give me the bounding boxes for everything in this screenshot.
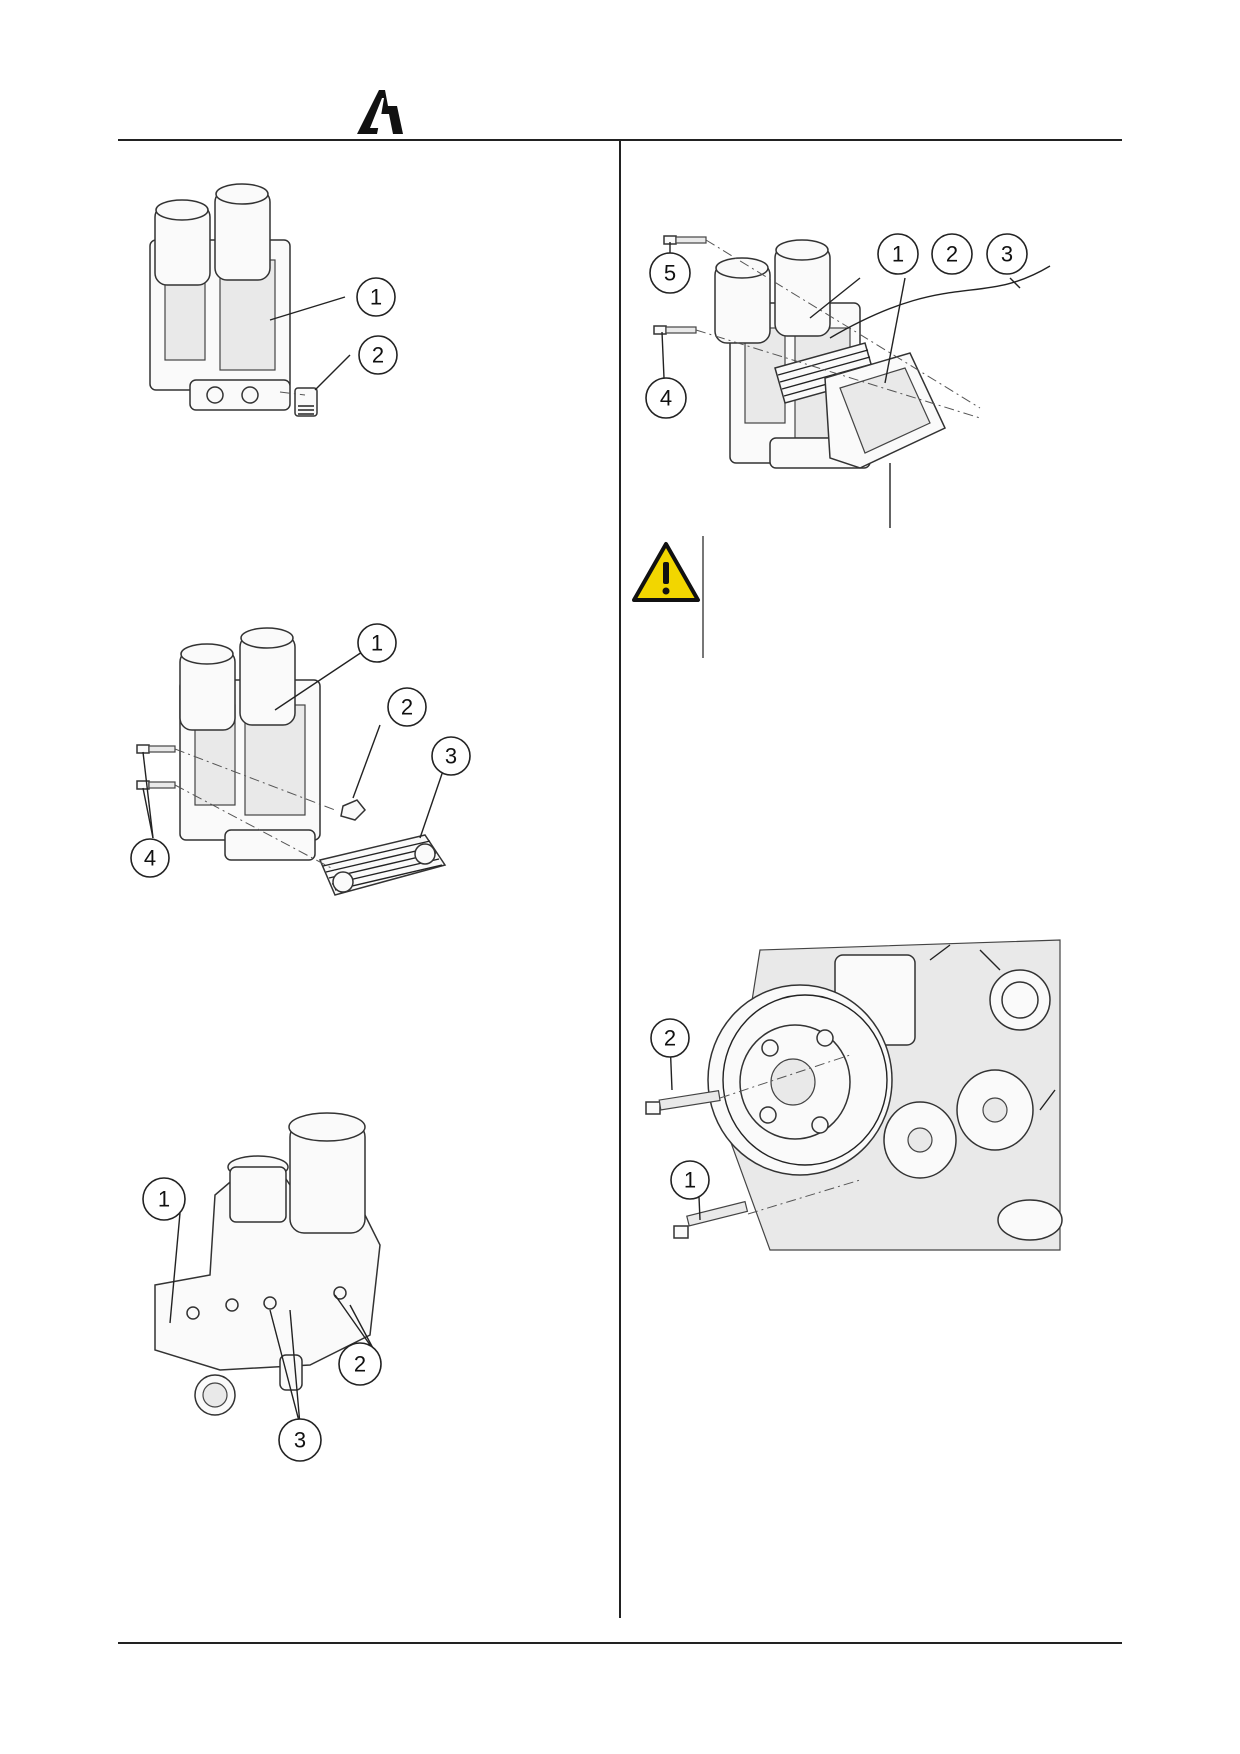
figure-filter-housing-bolts: 1 2 3 bbox=[140, 1105, 430, 1462]
callout-4: 4 bbox=[645, 377, 687, 419]
plug-part bbox=[294, 387, 318, 417]
svg-text:1: 1 bbox=[371, 631, 383, 656]
bolt-4-part bbox=[653, 325, 697, 335]
callout-2: 2 bbox=[387, 687, 427, 727]
callout-3: 3 bbox=[986, 233, 1028, 275]
bolt-2-part bbox=[645, 1089, 721, 1115]
callout-2: 2 bbox=[338, 1342, 382, 1386]
figure-oil-filter-housing-plug: 1 2 bbox=[130, 180, 430, 450]
filter-housing-drawing bbox=[149, 183, 291, 411]
footer-rule bbox=[118, 1642, 1122, 1644]
filter-housing-drawing bbox=[154, 1112, 381, 1416]
oil-cooler-part bbox=[318, 834, 447, 896]
figure-oil-cooler-removal: 1 2 3 4 bbox=[125, 620, 485, 910]
svg-text:1: 1 bbox=[684, 1168, 696, 1193]
svg-text:3: 3 bbox=[294, 1428, 306, 1453]
callout-2: 2 bbox=[931, 233, 973, 275]
warning-divider bbox=[702, 536, 704, 658]
svg-text:5: 5 bbox=[664, 261, 676, 286]
column-divider bbox=[619, 140, 621, 1618]
svg-text:4: 4 bbox=[144, 846, 156, 871]
brand-logo-icon bbox=[357, 90, 403, 134]
svg-text:2: 2 bbox=[401, 695, 413, 720]
svg-text:4: 4 bbox=[660, 386, 672, 411]
callout-1: 1 bbox=[142, 1177, 186, 1221]
svg-text:1: 1 bbox=[370, 285, 382, 310]
warning-triangle-icon bbox=[632, 542, 700, 602]
svg-text:2: 2 bbox=[946, 242, 958, 267]
gasket-part bbox=[824, 352, 946, 469]
callout-1: 1 bbox=[357, 623, 397, 663]
header-logo bbox=[355, 88, 405, 134]
svg-text:1: 1 bbox=[158, 1187, 170, 1212]
svg-text:3: 3 bbox=[1001, 242, 1013, 267]
svg-text:2: 2 bbox=[354, 1352, 366, 1377]
callout-2: 2 bbox=[650, 1018, 690, 1058]
callout-3: 3 bbox=[278, 1418, 322, 1462]
callout-4: 4 bbox=[130, 838, 170, 878]
gasket-part bbox=[340, 799, 367, 821]
callout-3: 3 bbox=[431, 736, 471, 776]
water-pump-pulley-part bbox=[707, 984, 893, 1176]
svg-text:2: 2 bbox=[372, 343, 384, 368]
svg-text:3: 3 bbox=[445, 744, 457, 769]
callout-5: 5 bbox=[649, 252, 691, 294]
svg-text:1: 1 bbox=[892, 242, 904, 267]
filter-housing-drawing bbox=[179, 627, 321, 861]
callout-1: 1 bbox=[670, 1160, 710, 1200]
figure-pulley-bolts: 2 1 bbox=[645, 939, 1063, 1251]
callout-1: 1 bbox=[877, 233, 919, 275]
bolt-4-parts bbox=[136, 744, 176, 790]
callout-1: 1 bbox=[356, 277, 396, 317]
figure-oil-cooler-gasket: 5 4 1 2 3 bbox=[645, 228, 1070, 528]
callout-2: 2 bbox=[358, 335, 398, 375]
svg-text:2: 2 bbox=[664, 1026, 676, 1051]
warning-icon-box bbox=[630, 540, 702, 604]
bolt-1-part bbox=[673, 1200, 749, 1239]
idler-pulley-parts bbox=[883, 1069, 1063, 1241]
